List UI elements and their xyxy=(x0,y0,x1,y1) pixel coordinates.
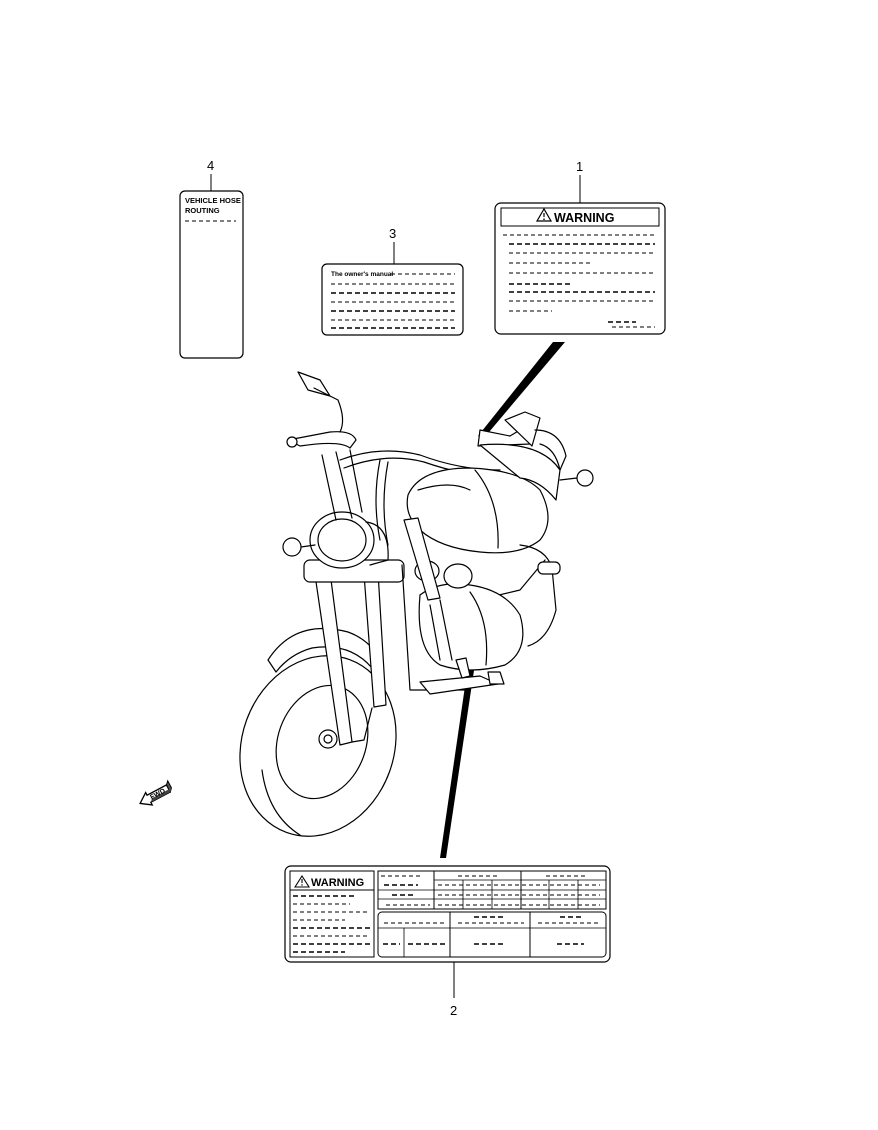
hose-label-line1: VEHICLE HOSE xyxy=(185,196,241,205)
forward-arrow-icon: FWD xyxy=(139,779,173,806)
callout-number-2: 2 xyxy=(450,1003,457,1018)
hose-routing-label xyxy=(179,190,244,359)
warning-label-2-heading: WARNING xyxy=(311,877,364,889)
label-1-group[interactable]: 1 WARNING xyxy=(478,159,666,438)
callout-number-3: 3 xyxy=(389,226,396,241)
front-turn-signal-left xyxy=(282,537,302,557)
warning-triangle-icon xyxy=(535,207,553,222)
front-rim xyxy=(275,684,369,800)
handlebar-left xyxy=(287,431,357,449)
label-1-pointer xyxy=(478,342,565,438)
right-lever xyxy=(504,411,541,447)
air-cleaner xyxy=(443,563,473,589)
frame-downtube xyxy=(403,517,441,601)
instrument-cover xyxy=(479,443,561,501)
owners-manual-label xyxy=(321,263,464,336)
front-hub xyxy=(318,729,338,749)
label-2-group[interactable]: WARNING xyxy=(284,590,611,1018)
hose-label-line2: ROUTING xyxy=(185,206,220,215)
fuel-tank xyxy=(406,467,549,554)
right-fork xyxy=(363,571,387,708)
label-3-group[interactable]: 3 The owner's manual xyxy=(321,226,464,336)
headlight xyxy=(309,511,375,569)
rear-turn-signal xyxy=(576,469,594,487)
warning-label-2-header xyxy=(289,870,375,891)
front-tire xyxy=(239,655,397,837)
fwd-text: FWD xyxy=(149,788,166,802)
label-4-group[interactable]: 4 VEHICLE HOSE ROUTING xyxy=(179,158,244,359)
side-cover xyxy=(537,561,561,575)
warning-label-1-heading: WARNING xyxy=(554,211,614,225)
callout-number-1: 1 xyxy=(576,159,583,174)
motorcycle-illustration xyxy=(239,371,594,837)
load-table xyxy=(377,911,607,958)
warning-triangle-icon xyxy=(293,874,311,888)
footpeg xyxy=(419,675,499,695)
owners-manual-title: The owner's manual xyxy=(331,271,393,278)
callout-number-4: 4 xyxy=(207,158,214,173)
mirror-left xyxy=(297,371,331,397)
